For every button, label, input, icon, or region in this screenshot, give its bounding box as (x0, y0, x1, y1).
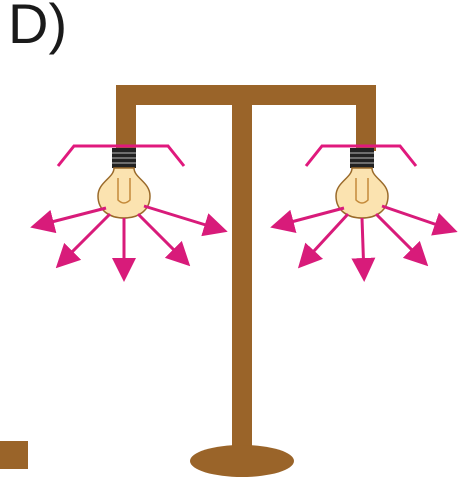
left-ray-2 (55, 212, 112, 269)
right-ray-4 (374, 212, 429, 267)
right-ray-5 (381, 204, 458, 236)
crossbar (116, 85, 376, 105)
left-bulb-icon (97, 167, 151, 219)
edge-square (0, 441, 28, 469)
center-pole (232, 100, 252, 458)
right-arm (356, 85, 376, 151)
left-ray-1 (30, 206, 107, 234)
left-lampshade (56, 144, 186, 167)
right-lamp (270, 144, 458, 282)
right-bulb-icon (335, 167, 389, 219)
right-lampshade (304, 144, 418, 167)
pole-base (190, 445, 294, 477)
lamp-post (116, 85, 376, 477)
left-light-rays (30, 204, 228, 282)
right-ray-1 (270, 206, 345, 233)
right-light-rays (270, 204, 458, 282)
option-label: D) (8, 0, 68, 55)
left-lamp (30, 144, 228, 282)
left-ray-4 (136, 212, 191, 267)
right-ray-3 (351, 217, 376, 282)
left-arm (116, 85, 136, 151)
left-ray-5 (143, 204, 228, 237)
right-ray-2 (297, 212, 350, 269)
